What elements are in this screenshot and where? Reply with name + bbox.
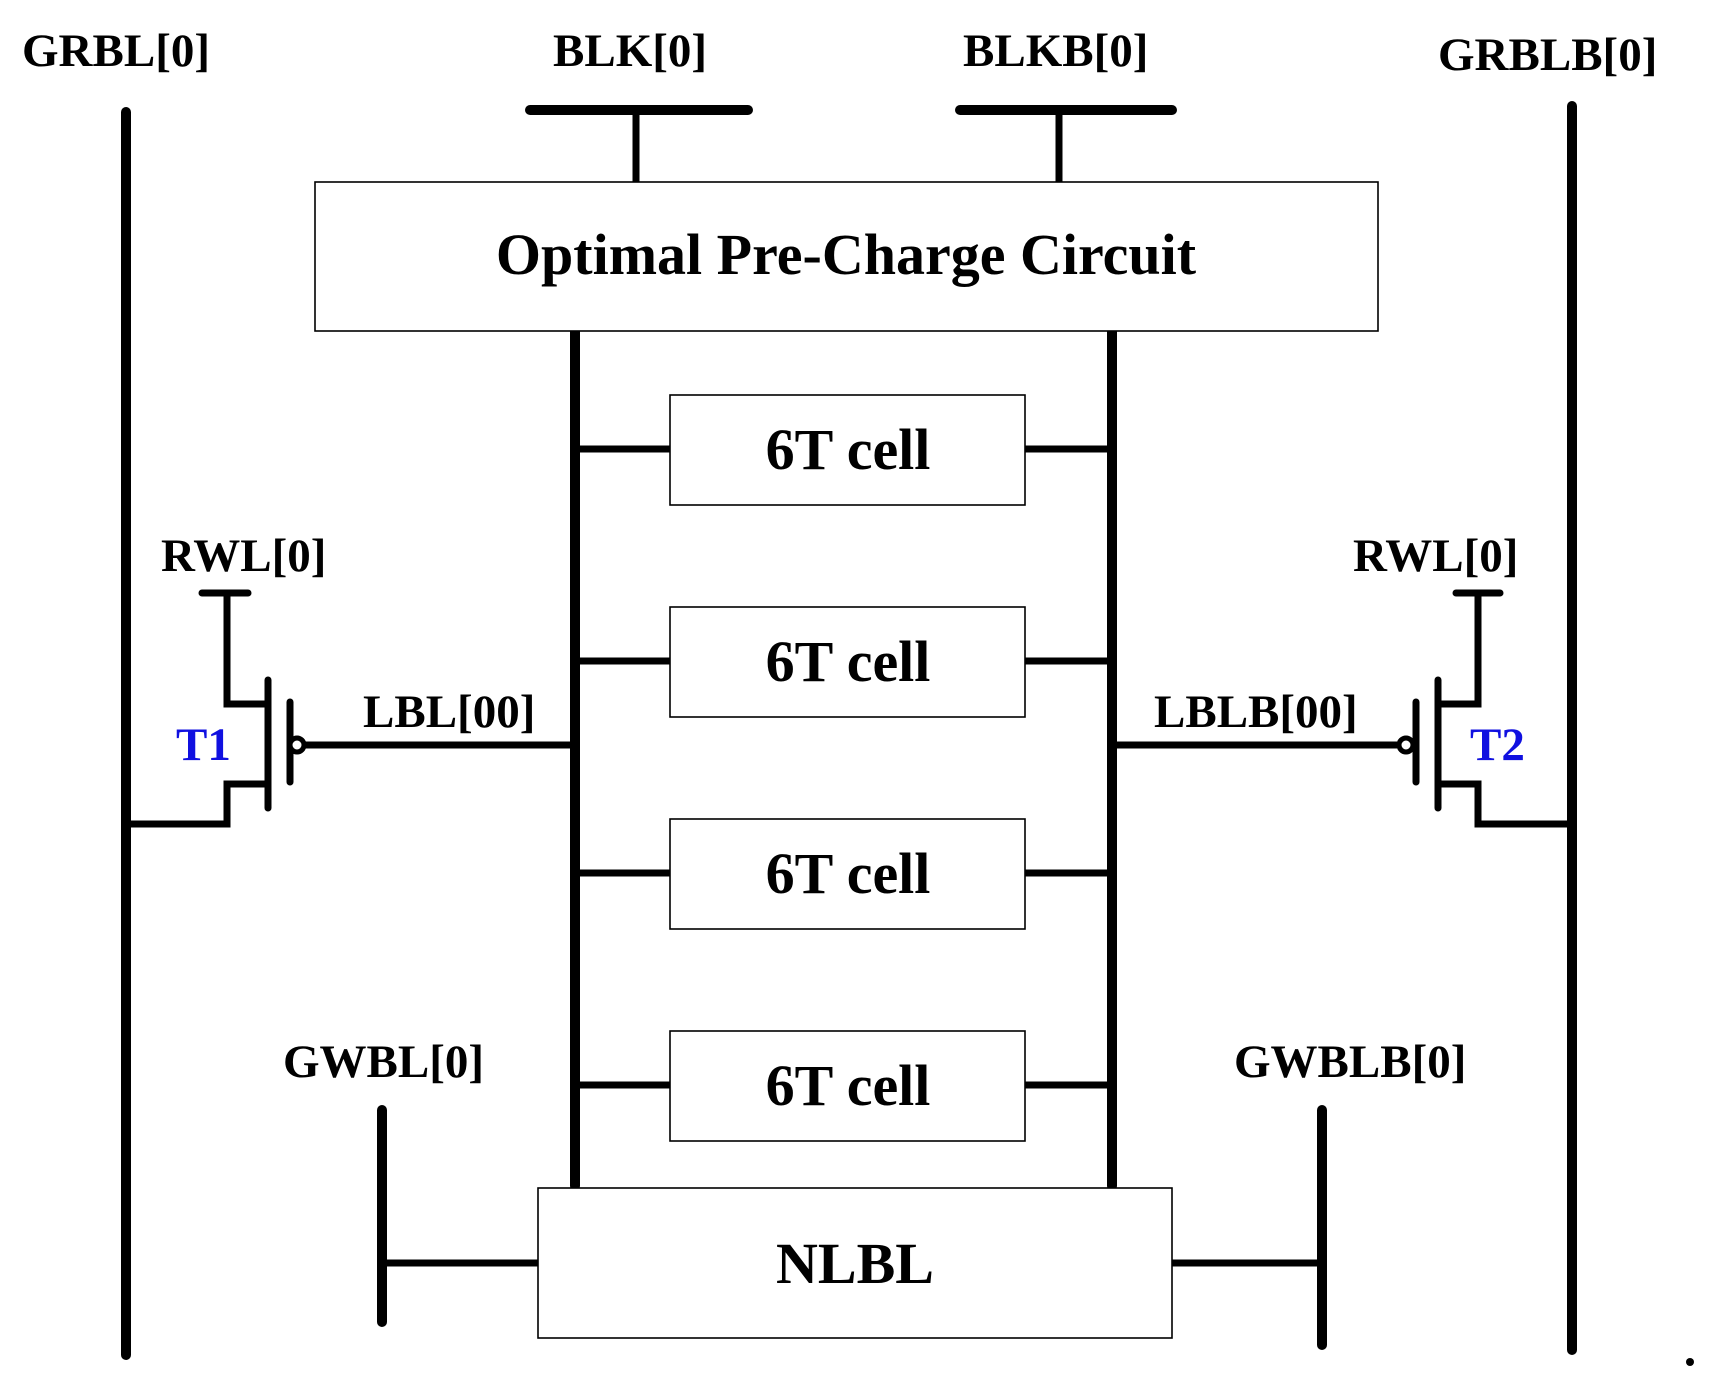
6t-cell-box-1 <box>669 394 1026 506</box>
cell-connections <box>571 445 1116 1089</box>
t2-label: T2 <box>1470 719 1525 771</box>
rwl-left-label: RWL[0] <box>161 530 326 582</box>
precharge-label: Optimal Pre-Charge Circuit <box>496 222 1197 287</box>
6t-cell-label-1: 6T cell <box>766 417 931 482</box>
t1-pmos-transistor <box>122 589 307 828</box>
t2-pmos-transistor <box>1396 589 1576 828</box>
grblb-label: GRBLB[0] <box>1438 29 1657 81</box>
nlbl-box <box>537 1187 1173 1339</box>
6t-cell-label-2: 6T cell <box>766 629 931 694</box>
lblb-label: LBLB[00] <box>1154 686 1358 738</box>
gwblb-label: GWBLB[0] <box>1234 1036 1466 1088</box>
gwbl-label: GWBL[0] <box>283 1036 484 1088</box>
6t-cell-box-2 <box>669 606 1026 718</box>
lbl-label: LBL[00] <box>363 686 535 738</box>
nlbl-label: NLBL <box>776 1231 934 1296</box>
6t-cell-box-4 <box>669 1030 1026 1142</box>
rwl-right-label: RWL[0] <box>1353 530 1518 582</box>
6t-cell-label-3: 6T cell <box>766 841 931 906</box>
grbl-label: GRBL[0] <box>22 25 210 77</box>
6t-cell-box-3 <box>669 818 1026 930</box>
blk-label: BLK[0] <box>553 25 707 77</box>
precharge-circuit-box <box>314 181 1379 332</box>
blkb-label: BLKB[0] <box>963 25 1148 77</box>
t1-label: T1 <box>176 719 231 771</box>
6t-cell-label-4: 6T cell <box>766 1053 931 1118</box>
trailing-dot <box>1686 1358 1694 1366</box>
